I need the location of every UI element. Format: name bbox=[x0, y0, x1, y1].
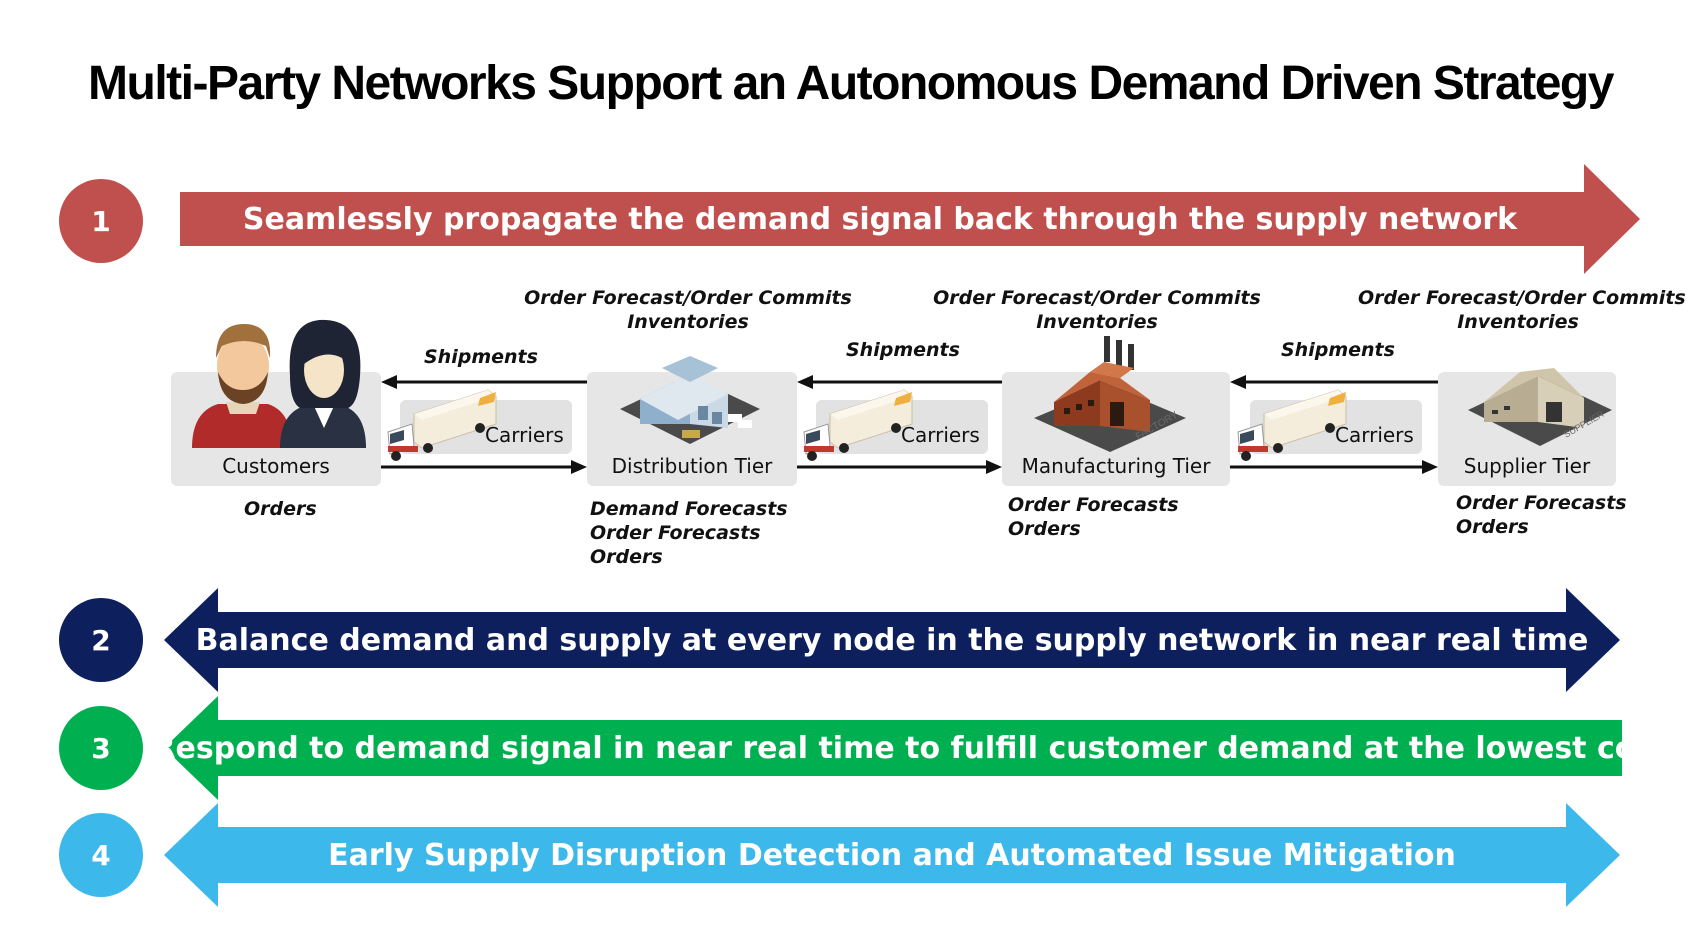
truck-icon bbox=[803, 389, 913, 461]
link-2-arrows bbox=[797, 375, 1002, 474]
distribution-below-line-1: Demand Forecasts bbox=[590, 498, 788, 520]
manufacturing-label: Manufacturing Tier bbox=[1021, 454, 1211, 478]
band-3-text: Respond to demand signal in near real ti… bbox=[152, 730, 1668, 766]
truck-icon bbox=[1237, 389, 1347, 461]
link-2-carriers-label: Carriers bbox=[901, 423, 980, 447]
supplier-icon: SUPPLIER bbox=[1468, 368, 1612, 446]
distribution-above-line-2: Inventories bbox=[627, 311, 749, 333]
supplier-above-text: Order Forecast/Order Commits Inventories bbox=[1358, 286, 1686, 334]
step-3-badge: 3 bbox=[59, 706, 143, 790]
link-3-arrows bbox=[1230, 375, 1438, 474]
step-1-number: 1 bbox=[91, 204, 111, 238]
link-1-shipments-label: Shipments bbox=[424, 346, 538, 368]
distribution-above-line-1: Order Forecast/Order Commits bbox=[524, 287, 852, 309]
step-2-number: 2 bbox=[91, 623, 111, 657]
manufacturing-below-line-1: Order Forecasts bbox=[1008, 494, 1179, 516]
band-1-arrow bbox=[180, 164, 1640, 274]
distribution-above-text: Order Forecast/Order Commits Inventories bbox=[523, 286, 853, 334]
supplier-below-text: Order Forecasts Orders bbox=[1456, 491, 1627, 539]
link-1-arrows bbox=[381, 375, 587, 474]
step-4-number: 4 bbox=[91, 838, 111, 872]
manufacturing-below-text: Order Forecasts Orders bbox=[1008, 493, 1179, 541]
customers-icon bbox=[192, 319, 366, 448]
customers-below-line-1: Orders bbox=[244, 498, 317, 520]
band-4-arrow bbox=[164, 803, 1620, 907]
link-3-carriers-label: Carriers bbox=[1335, 423, 1414, 447]
warehouse-icon bbox=[620, 356, 760, 444]
link-2-shipments-label: Shipments bbox=[846, 339, 960, 361]
customers-label: Customers bbox=[222, 454, 330, 478]
distribution-below-line-2: Order Forecasts bbox=[590, 522, 761, 544]
manufacturing-above-line-2: Inventories bbox=[1036, 311, 1158, 333]
step-2-badge: 2 bbox=[59, 598, 143, 682]
band-3-arrow bbox=[164, 696, 1622, 800]
distribution-below-text: Demand Forecasts Order Forecasts Orders bbox=[590, 497, 788, 569]
manufacturing-above-line-1: Order Forecast/Order Commits bbox=[933, 287, 1261, 309]
distribution-below-line-3: Orders bbox=[590, 546, 663, 568]
step-1-badge: 1 bbox=[59, 179, 143, 263]
manufacturing-above-text: Order Forecast/Order Commits Inventories bbox=[932, 286, 1262, 334]
supplier-above-line-1: Order Forecast/Order Commits bbox=[1358, 287, 1686, 309]
band-2-arrow bbox=[164, 588, 1620, 692]
supplier-above-line-2: Inventories bbox=[1457, 311, 1579, 333]
truck-icon bbox=[387, 389, 497, 461]
link-3-shipments-label: Shipments bbox=[1281, 339, 1395, 361]
supplier-below-line-2: Orders bbox=[1456, 516, 1529, 538]
link-1-carriers-label: Carriers bbox=[485, 423, 564, 447]
page-title: Multi-Party Networks Support an Autonomo… bbox=[88, 57, 1614, 110]
supplier-label: Supplier Tier bbox=[1463, 454, 1591, 478]
factory-icon: FACTORY bbox=[1034, 336, 1186, 452]
band-4-text: Early Supply Disruption Detection and Au… bbox=[328, 837, 1456, 873]
step-4-badge: 4 bbox=[59, 813, 143, 897]
band-1-text: Seamlessly propagate the demand signal b… bbox=[242, 201, 1518, 237]
manufacturing-below-line-2: Orders bbox=[1008, 518, 1081, 540]
customers-below-text: Orders bbox=[244, 497, 317, 521]
supplier-below-line-1: Order Forecasts bbox=[1456, 492, 1627, 514]
band-2-text: Balance demand and supply at every node … bbox=[195, 622, 1589, 658]
step-3-number: 3 bbox=[91, 731, 111, 765]
distribution-label: Distribution Tier bbox=[611, 454, 773, 478]
